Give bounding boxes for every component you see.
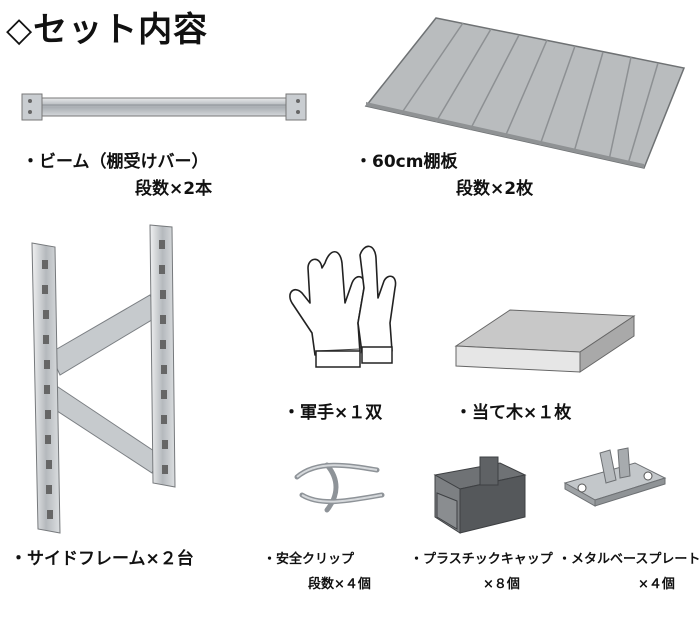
plastic-cap-qty: ×８個 [483,577,520,592]
beam-label: ・ビーム（棚受けバー） [22,152,209,172]
wood-block-label: ・当て木×１枚 [455,403,572,423]
shelf-label: ・60cm棚板 [355,152,458,172]
beam-image [21,93,307,121]
shelf-board-image [364,17,686,169]
metal-base-plate-image [563,447,667,507]
safety-clip-label: ・安全クリップ [263,552,355,567]
plastic-cap-image [433,456,527,534]
shelf-qty: 段数×2枚 [456,179,534,199]
metal-base-plate-qty: ×４個 [638,577,675,592]
safety-clip-image [294,462,385,513]
side-frame-label: ・サイドフレーム×２台 [10,549,194,569]
metal-base-plate-label: ・メタルベースプレート [558,552,700,567]
side-frame-image [31,224,176,534]
gloves-label: ・軍手×１双 [283,403,383,423]
safety-clip-qty: 段数×４個 [308,577,371,592]
plastic-cap-label: ・プラスチックキャップ [410,552,553,567]
wood-block-image [454,309,636,373]
gloves-image [289,245,397,368]
beam-qty: 段数×2本 [135,179,213,199]
page-title: ◇セット内容 [6,10,209,50]
